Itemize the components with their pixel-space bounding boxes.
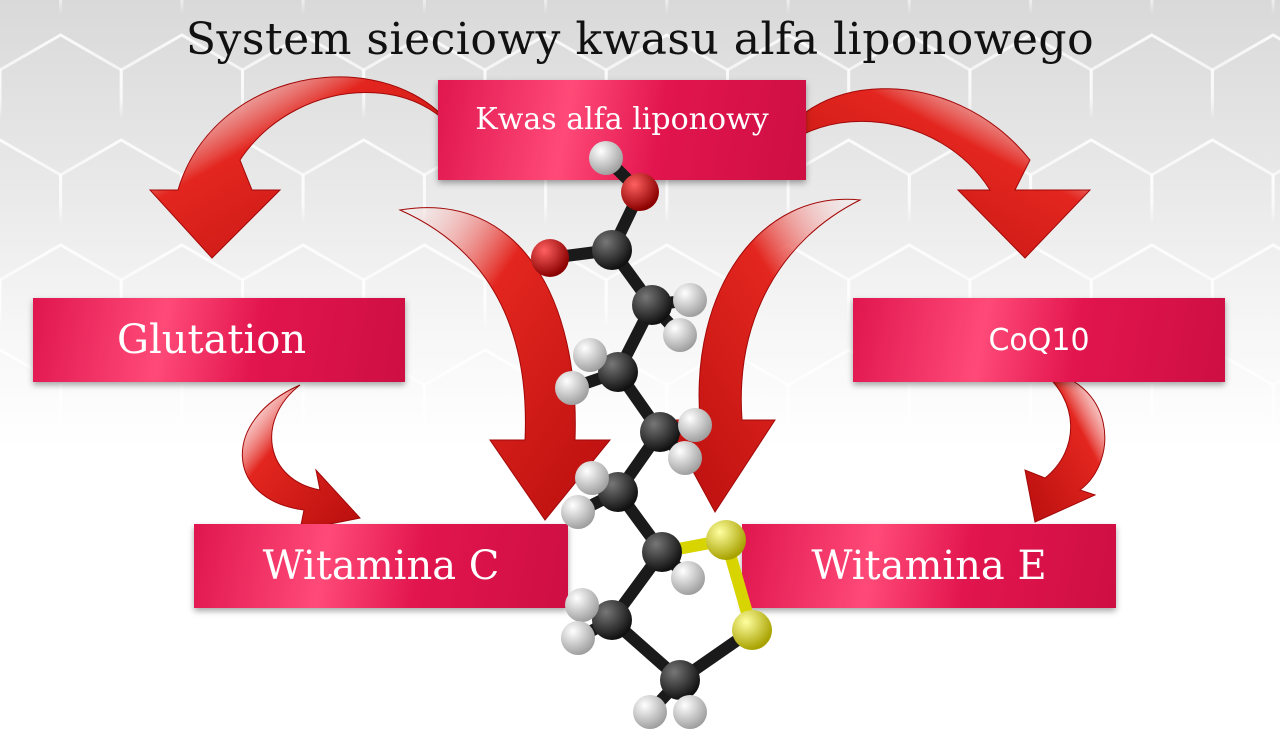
carbon-atom (640, 412, 680, 452)
box-witamina-e: Witamina E (742, 524, 1116, 608)
hydrogen-atom (565, 588, 599, 622)
carbon-atom (632, 285, 672, 325)
box-kwas-alfa-liponowy: Kwas alfa liponowy (438, 80, 806, 180)
hydrogen-atom (561, 621, 595, 655)
hydrogen-atom (633, 695, 667, 729)
arrow-to-witamina-c (398, 207, 612, 521)
hydrogen-atom (561, 495, 595, 529)
diagram-title: System sieciowy kwasu alfa liponowego (185, 14, 1095, 65)
arrow-coq10-to-witamina-e (1024, 369, 1106, 523)
oxygen-atom (621, 173, 659, 211)
carbon-atom (660, 660, 700, 700)
carbon-atom (592, 600, 632, 640)
oxygen-atom (531, 239, 569, 277)
hydrogen-atom (668, 441, 702, 475)
hydrogen-atom (671, 561, 705, 595)
box-coq10: CoQ10 (853, 298, 1225, 382)
hydrogen-atom (575, 461, 609, 495)
arrow-to-coq10 (769, 88, 1092, 259)
sulfur-atom (732, 610, 772, 650)
hydrogen-atom (589, 141, 623, 175)
arrow-to-glutation (148, 76, 471, 259)
carbon-atom (598, 352, 638, 392)
hydrogen-atom (673, 695, 707, 729)
hexagon-cell (1210, 453, 1280, 597)
carbon-atom (642, 532, 682, 572)
hydrogen-atom (555, 371, 589, 405)
hydrogen-atom (673, 283, 707, 317)
carbon-atom (592, 230, 632, 270)
hydrogen-atom (663, 318, 697, 352)
hydrogen-atom (573, 338, 607, 372)
hydrogen-atom (678, 408, 712, 442)
box-witamina-c: Witamina C (194, 524, 568, 608)
sulfur-atom (706, 520, 746, 560)
box-glutation: Glutation (33, 298, 405, 382)
